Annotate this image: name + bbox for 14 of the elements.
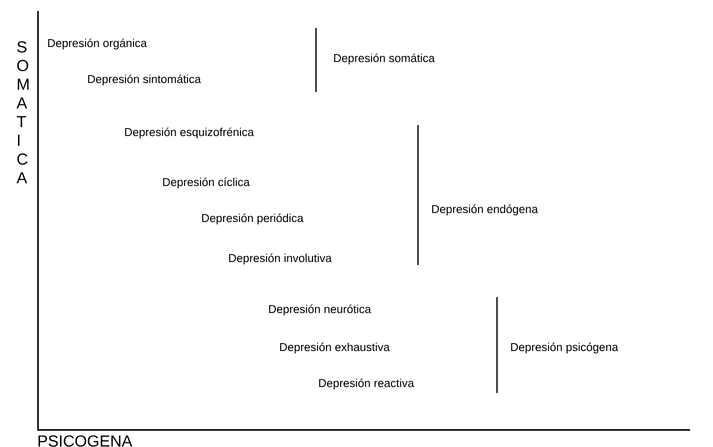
depression-type: Depresión involutiva xyxy=(229,254,332,264)
depression-type: Depresión periódica xyxy=(202,214,304,224)
depression-type: Depresión esquizofrénica xyxy=(125,128,254,138)
group-label: Depresión psicógena xyxy=(511,342,618,354)
axis-title: PSICOGENA xyxy=(38,435,132,447)
depression-type: Depresión orgánica xyxy=(48,38,147,50)
group-label: Depresión endógena xyxy=(432,204,538,216)
depression-type: Depresión sintomática xyxy=(88,74,201,86)
group-label: Depresión somática xyxy=(334,54,435,64)
depression-type: Depresión neurótica xyxy=(269,304,372,316)
axis-title: SOMATICA xyxy=(16,41,29,184)
depression-type: Depresión reactiva xyxy=(319,378,414,390)
depression-type: Depresión exhaustiva xyxy=(280,342,390,354)
depression-type: Depresión cíclica xyxy=(163,178,250,188)
